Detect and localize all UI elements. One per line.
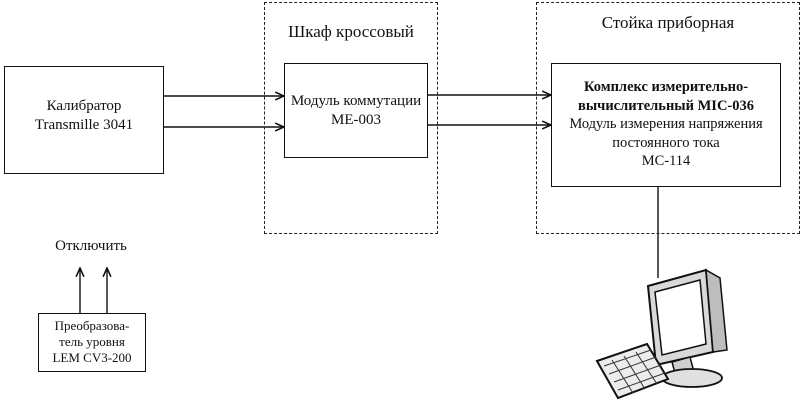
instrument-rack-frame xyxy=(536,2,800,234)
calibrator-model: Transmille 3041 xyxy=(34,117,134,133)
switch-module-model: МЕ-003 xyxy=(331,112,381,128)
converter-line-2: тель уровня xyxy=(59,334,125,349)
disconnect-label: Отключить xyxy=(55,238,127,254)
complex-title-line-1: Комплекс измерительно- xyxy=(583,79,749,95)
measuring-complex-box: Комплекс измерительно- вычислительный МI… xyxy=(551,63,781,187)
calibrator-box: Калибратор Transmille 3041 xyxy=(4,66,164,174)
cross-cabinet-frame xyxy=(264,2,438,234)
complex-module-line-2: постоянного тока xyxy=(612,134,720,151)
converter-line-1: Преобразова- xyxy=(54,318,130,333)
complex-module-line-1: Модуль измерения напряжения xyxy=(569,116,763,132)
complex-module-model: МС-114 xyxy=(641,153,691,169)
switch-module-box: Модуль коммутации МЕ-003 xyxy=(284,63,428,158)
cross-cabinet-label: Шкаф кроссовый xyxy=(288,22,414,41)
level-converter-box: Преобразова- тель уровня LEM CV3-200 xyxy=(38,313,146,372)
keyboard-icon xyxy=(595,342,670,400)
converter-model: LEM CV3-200 xyxy=(52,350,132,365)
complex-title-line-2: вычислительный МIС-036 xyxy=(577,97,754,114)
switch-module-name: Модуль коммутации xyxy=(290,93,422,109)
computer-monitor-icon xyxy=(646,268,728,388)
calibrator-name: Калибратор xyxy=(46,98,122,114)
instrument-rack-label: Стойка приборная xyxy=(601,13,735,32)
